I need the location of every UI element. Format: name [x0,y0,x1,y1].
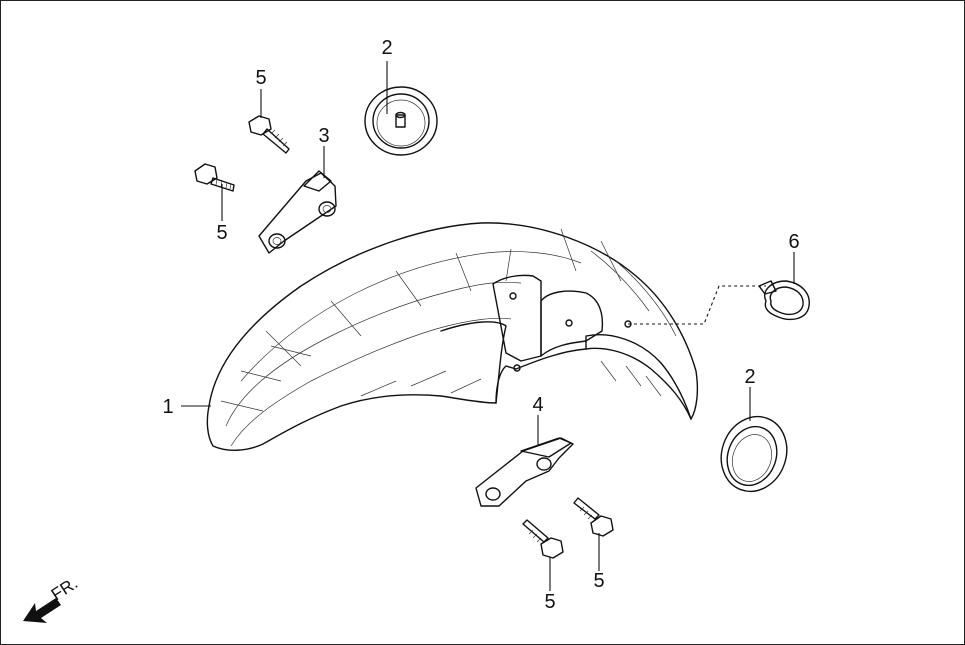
callout-3: 3 [318,125,329,147]
callout-2-right: 2 [744,366,755,388]
callout-2-top: 2 [381,37,392,59]
front-direction-indicator: FR. [23,574,81,623]
bracket-lower [475,437,574,507]
cap-top [364,86,438,156]
clip [758,280,810,321]
bolt-upper-2 [194,163,235,192]
callout-5-d: 5 [593,570,604,592]
bracket-upper [258,170,337,254]
bolt-lower-2 [573,497,614,537]
front-fender [206,222,699,451]
callout-5-c: 5 [544,591,555,613]
callout-labels: 1 2 2 3 4 5 5 5 5 6 [162,37,799,613]
bolt-lower-1 [522,519,564,559]
callout-1: 1 [162,396,173,418]
cap-right [720,415,788,493]
callout-6: 6 [788,231,799,253]
callout-4: 4 [532,394,543,416]
callout-5-b: 5 [216,222,227,244]
callout-5-a: 5 [255,67,266,89]
direction-label: FR. [48,574,81,605]
leader-lines [181,61,795,591]
arrow-down-left-icon [23,598,61,623]
bolt-upper-1 [248,115,290,154]
